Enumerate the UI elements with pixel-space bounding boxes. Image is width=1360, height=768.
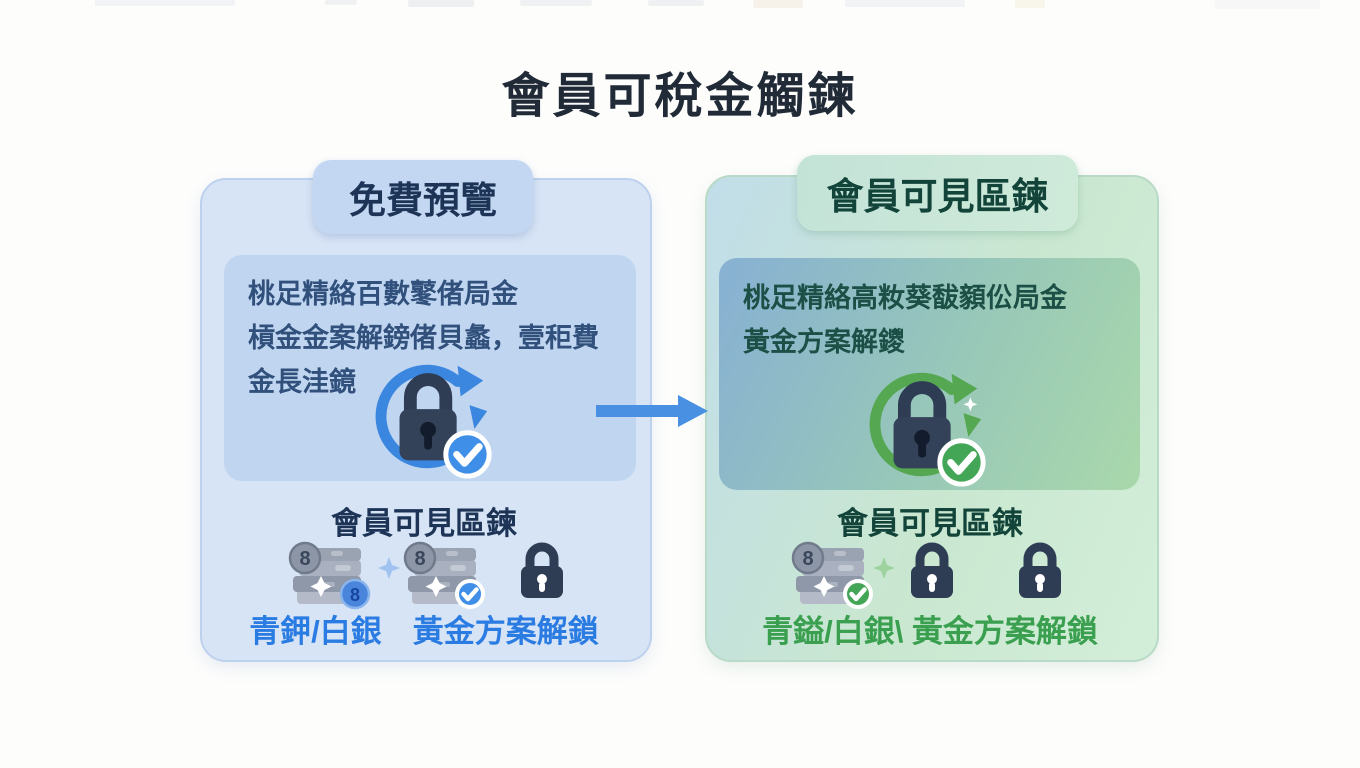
top-edge-artifact xyxy=(1215,0,1320,9)
top-edge-artifact xyxy=(1015,0,1045,8)
money-stack-coin-icon: 8 8 xyxy=(283,538,375,615)
top-edge-artifact xyxy=(325,0,357,5)
padlock-icon xyxy=(904,540,960,607)
right-section-heading: 會員可見區鍊 xyxy=(837,506,1023,541)
free-preview-tab-label: 免費預覽 xyxy=(349,180,497,221)
svg-text:8: 8 xyxy=(414,548,425,570)
description-line: 桃足精絡高籹葵馛顡伀局金 xyxy=(743,283,1067,313)
right-unlock-text: 青鎰/白銀\ 黃金方案解鎖 xyxy=(762,614,1098,649)
free-preview-tab: 免費預覽 xyxy=(313,160,533,234)
top-edge-artifact xyxy=(753,0,803,8)
member-visible-tab-label: 會員可見區鍊 xyxy=(826,176,1049,217)
check-badge xyxy=(843,579,873,609)
member-visible-tab: 會員可見區鍊 xyxy=(797,155,1078,231)
left-unlock-text: 青鉀/白銀 黃金方案解鎖 xyxy=(249,614,599,649)
check-badge xyxy=(455,579,485,609)
svg-text:8: 8 xyxy=(299,548,310,570)
flow-arrow-icon xyxy=(596,394,708,433)
padlock-icon xyxy=(1012,540,1068,607)
money-stack-check-icon: 8 xyxy=(398,538,490,615)
top-edge-artifact xyxy=(408,0,474,7)
plus-sparkle-icon xyxy=(870,556,898,589)
top-edge-artifact xyxy=(845,0,965,7)
left-section-heading: 會員可見區鍊 xyxy=(331,506,517,541)
plus-sparkle-icon xyxy=(375,556,403,589)
description-line: 槓金金案解鎊偖貝蠡，壹秬費 xyxy=(248,323,599,353)
money-stack-check-icon: 8 xyxy=(786,538,878,615)
page-title: 會員可稅金觸鍊 xyxy=(501,70,859,123)
check-badge xyxy=(443,430,492,479)
top-edge-artifact xyxy=(648,0,704,6)
top-edge-artifact xyxy=(95,0,235,6)
description-line: 黃金方案解鑁 xyxy=(743,327,905,357)
lock-refresh-check-icon xyxy=(860,360,996,495)
check-badge xyxy=(937,438,986,487)
padlock-icon xyxy=(514,540,570,607)
top-edge-artifact xyxy=(520,0,592,6)
free-preview-description: 桃足精絡百數鼕偖局金 槓金金案解鎊偖貝蠡，壹秬費 金長洼鏡 xyxy=(248,272,624,404)
description-line: 金長洼鏡 xyxy=(248,367,356,397)
member-visible-description: 桃足精絡高籹葵馛顡伀局金 黃金方案解鑁 xyxy=(743,276,1129,364)
description-line: 桃足精絡百數鼕偖局金 xyxy=(248,279,518,309)
svg-text:8: 8 xyxy=(802,548,813,570)
lock-refresh-check-icon xyxy=(366,352,502,487)
svg-text:8: 8 xyxy=(350,585,360,605)
